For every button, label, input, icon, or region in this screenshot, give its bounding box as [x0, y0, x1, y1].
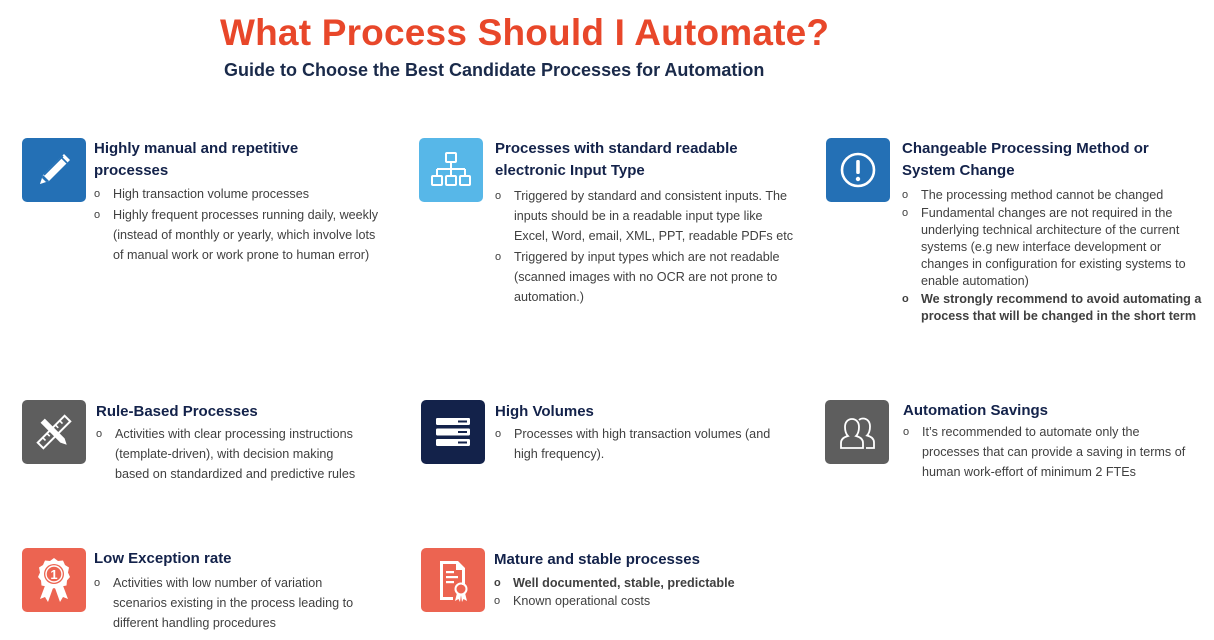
- card-manual-title: Highly manual and repetitive processes: [94, 140, 299, 179]
- card-changeable-title: Changeable Processing Method or System C…: [902, 140, 1149, 179]
- certificate-document-icon: [421, 548, 485, 612]
- card-input-bullets: Triggered by standard and consistent inp…: [495, 186, 795, 308]
- exclamation-icon: [826, 138, 890, 202]
- card-rules: Rule-Based Processes Activities with cle…: [22, 400, 382, 500]
- card-changeable-bullets: The processing method cannot be changed …: [902, 187, 1202, 326]
- card-manual: Highly manual and repetitive processes H…: [22, 138, 382, 298]
- award-number: 1: [50, 567, 57, 582]
- card-mature-title: Mature and stable processes: [494, 551, 700, 568]
- list-item: Activities with low number of variation …: [94, 573, 374, 633]
- server-icon: [421, 400, 485, 464]
- list-item: Processes with high transaction volumes …: [495, 424, 775, 464]
- page-subtitle: Guide to Choose the Best Candidate Proce…: [224, 60, 765, 80]
- page-title: What Process Should I Automate?: [220, 12, 830, 53]
- card-rules-bullets: Activities with clear processing instruc…: [96, 424, 371, 485]
- card-exception-bullets: Activities with low number of variation …: [94, 573, 374, 634]
- card-changeable: Changeable Processing Method or System C…: [826, 138, 1206, 338]
- card-input: Processes with standard readable electro…: [419, 138, 799, 338]
- org-chart-icon: [419, 138, 483, 202]
- card-volumes: High Volumes Processes with high transac…: [421, 400, 781, 480]
- ruler-pencil-icon: [22, 400, 86, 464]
- card-rules-title: Rule-Based Processes: [96, 403, 258, 420]
- card-volumes-bullets: Processes with high transaction volumes …: [495, 424, 775, 465]
- card-exception: 1 Low Exception rate Activities with low…: [22, 548, 382, 638]
- card-volumes-title: High Volumes: [495, 403, 594, 420]
- list-item: Known operational costs: [494, 593, 774, 610]
- card-mature-bullets: Well documented, stable, predictable Kno…: [494, 575, 774, 611]
- card-mature: Mature and stable processes Well documen…: [421, 548, 781, 618]
- award-ribbon-icon: 1: [22, 548, 86, 612]
- list-item: Activities with clear processing instruc…: [96, 424, 371, 484]
- list-item: Well documented, stable, predictable: [494, 575, 774, 592]
- list-item: We strongly recommend to avoid automatin…: [902, 291, 1202, 325]
- users-icon: [825, 400, 889, 464]
- card-input-title: Processes with standard readable electro…: [495, 140, 738, 179]
- card-savings-title: Automation Savings: [903, 402, 1049, 419]
- pencil-icon: [22, 138, 86, 202]
- list-item: It’s recommended to automate only the pr…: [903, 422, 1193, 482]
- list-item: Triggered by standard and consistent inp…: [495, 186, 795, 246]
- list-item: High transaction volume processes: [94, 184, 379, 204]
- card-exception-title: Low Exception rate: [94, 550, 232, 567]
- card-savings-bullets: It’s recommended to automate only the pr…: [903, 422, 1193, 483]
- list-item: Triggered by input types which are not r…: [495, 247, 795, 307]
- list-item: The processing method cannot be changed: [902, 187, 1202, 204]
- card-savings: Automation Savings It’s recommended to a…: [825, 400, 1205, 490]
- list-item: Fundamental changes are not required in …: [902, 205, 1202, 290]
- list-item: Highly frequent processes running daily,…: [94, 205, 379, 265]
- card-manual-bullets: High transaction volume processes Highly…: [94, 184, 379, 266]
